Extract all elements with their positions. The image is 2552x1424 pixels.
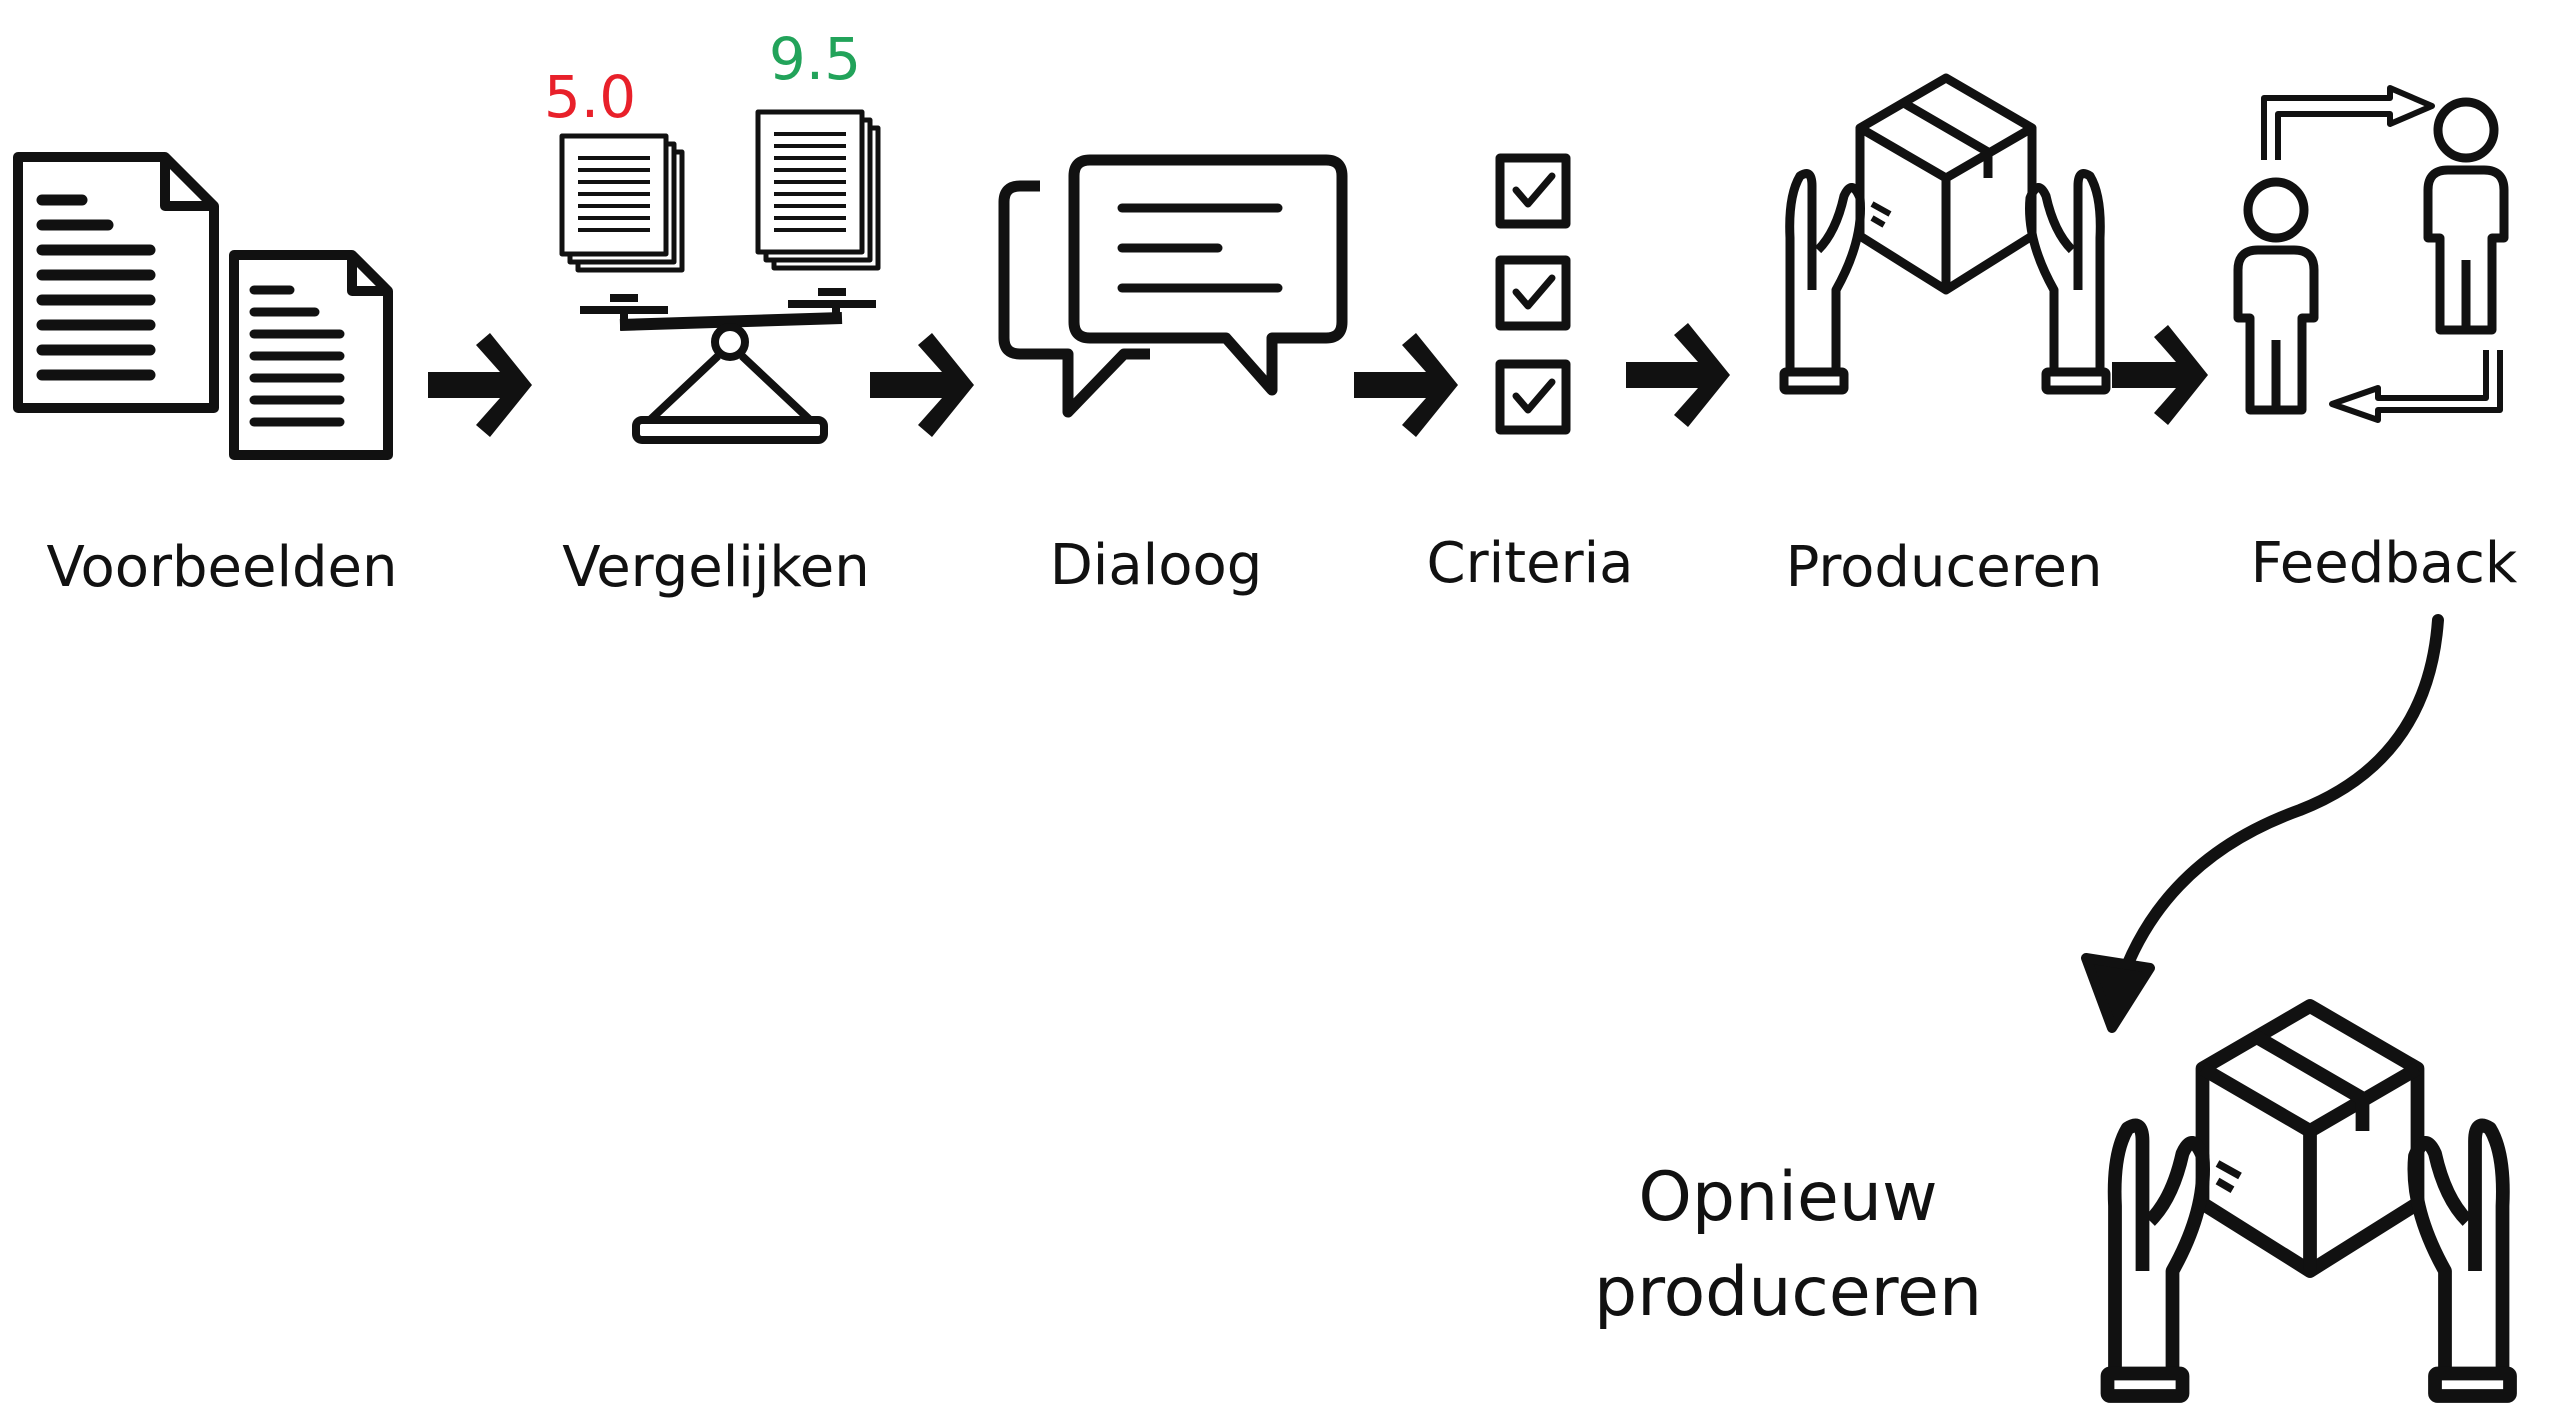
step-label-voorbeelden: Voorbeelden (46, 535, 398, 600)
step-label-produceren: Produceren (1785, 535, 2103, 600)
final-step-line2: produceren (1593, 1253, 1983, 1333)
arrow-3 (1354, 333, 1458, 437)
step-label-vergelijken: Vergelijken (562, 535, 870, 600)
documents-icon (13, 152, 393, 460)
final-step-line1: Opnieuw (1638, 1158, 1938, 1237)
arrow-1 (428, 333, 532, 437)
score-low: 5.0 (543, 63, 637, 131)
speech-bubbles-icon (998, 154, 1348, 418)
arrow-5 (2112, 325, 2208, 425)
step-label-criteria: Criteria (1426, 531, 1634, 596)
step-label-feedback: Feedback (2250, 531, 2518, 596)
people-exchange-icon (2233, 85, 2509, 423)
scale-icon (559, 109, 881, 444)
hands-box-icon (1779, 73, 2111, 395)
arrow-2 (870, 333, 974, 437)
hands-box-icon (2100, 999, 2517, 1403)
arrow-4 (1626, 323, 1730, 427)
step-label-dialoog: Dialoog (1049, 533, 1263, 598)
checklist-icon (1495, 153, 1571, 435)
final-step-label: Opnieuw produceren (1528, 1150, 2048, 1340)
score-high: 9.5 (768, 25, 862, 93)
curved-arrow (2081, 614, 2444, 1033)
